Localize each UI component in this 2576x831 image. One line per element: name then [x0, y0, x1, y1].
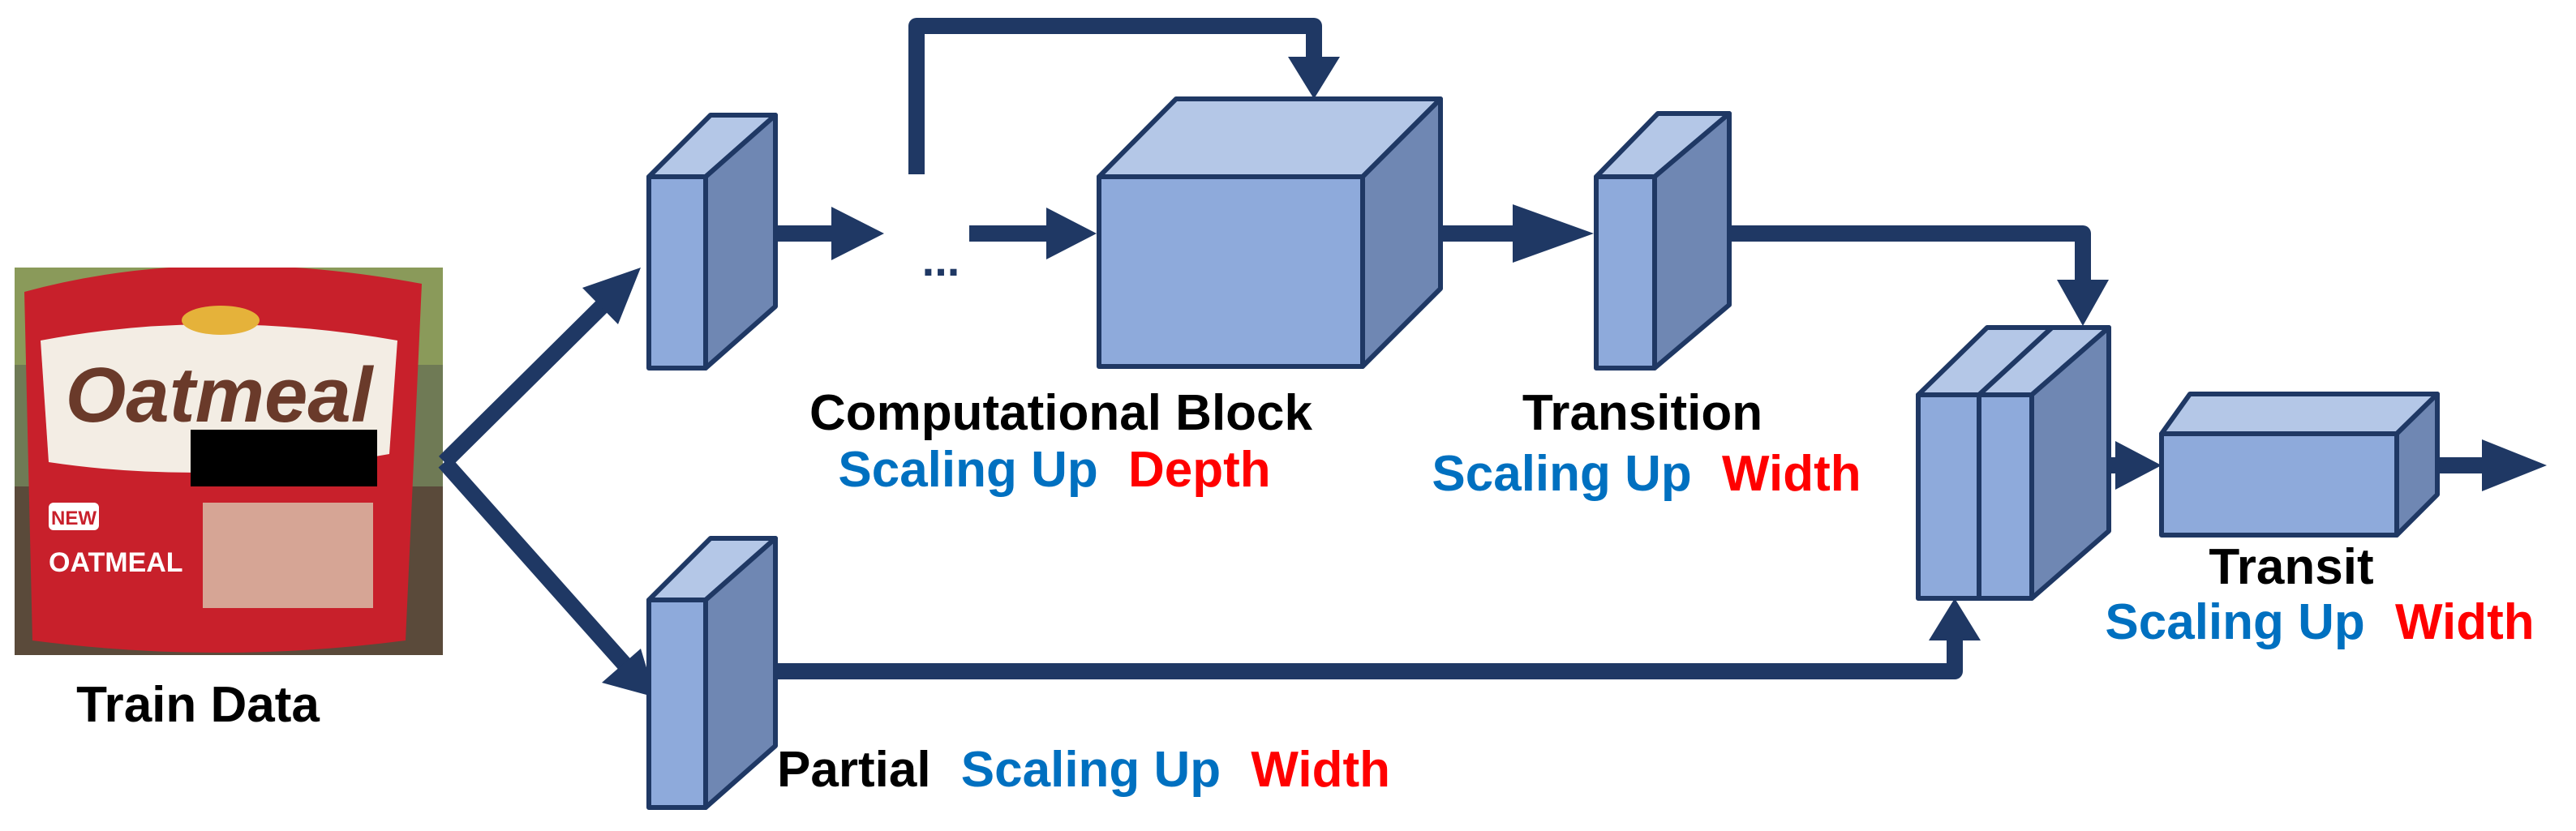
arrowheads [582, 57, 2547, 697]
block-transition [1594, 111, 1732, 371]
train-data-image: Oatmeal NEW OATMEAL [15, 268, 443, 655]
scaling-up-text: Scaling Up [1432, 446, 1691, 502]
train-data-label: Train Data [76, 677, 320, 733]
head-partial-concat [1929, 598, 1981, 640]
computational-block-scaling: Scaling Up Depth [838, 442, 1270, 498]
head-concat-transit [2115, 441, 2162, 490]
ellipsis-label: ... [922, 234, 960, 285]
head-ellipsis-block [1046, 208, 1097, 259]
connectors [438, 18, 2482, 679]
partial-label: Partial [777, 742, 931, 798]
transit-scaling: Scaling Up Width [2105, 594, 2534, 650]
scaling-target-width: Width [2395, 594, 2535, 650]
scaling-up-text: Scaling Up [961, 742, 1221, 798]
block-partial [646, 536, 778, 810]
package-small-text: OATMEAL [49, 547, 183, 578]
block-transit [2159, 392, 2440, 538]
scaling-up-text: Scaling Up [2105, 594, 2364, 650]
package-word: Oatmeal [66, 352, 375, 439]
split-arrow-down [438, 456, 635, 675]
head-split-down [602, 649, 655, 697]
scaling-target-depth: Depth [1128, 442, 1271, 498]
head-transition-concat [2057, 280, 2109, 326]
scaling-up-text: Scaling Up [838, 442, 1097, 498]
head-split-up [582, 268, 641, 324]
arrow-top-loop [908, 18, 1322, 174]
scaling-target-width: Width [1722, 446, 1861, 502]
block-concat [1916, 325, 2111, 601]
partial-scaling: Partial Scaling Up Width [777, 742, 1390, 798]
computational-block-label: Computational Block [809, 385, 1313, 441]
block-input-top [646, 113, 778, 371]
head-block-transition [1513, 204, 1594, 263]
block-computational [1097, 96, 1443, 369]
arrow-partial-to-concat [746, 636, 1963, 679]
package-badge: NEW [51, 508, 97, 529]
head-to-ellipsis [831, 207, 884, 260]
head-top-loop [1288, 57, 1340, 99]
split-arrow-up [438, 298, 611, 469]
transition-scaling: Scaling Up Width [1432, 446, 1861, 502]
arrow-transition-to-concat [1675, 225, 2091, 280]
scaling-target-width: Width [1251, 742, 1390, 798]
head-transit-out [2482, 439, 2547, 491]
transition-label: Transition [1522, 385, 1762, 441]
transit-label: Transit [2209, 539, 2373, 595]
